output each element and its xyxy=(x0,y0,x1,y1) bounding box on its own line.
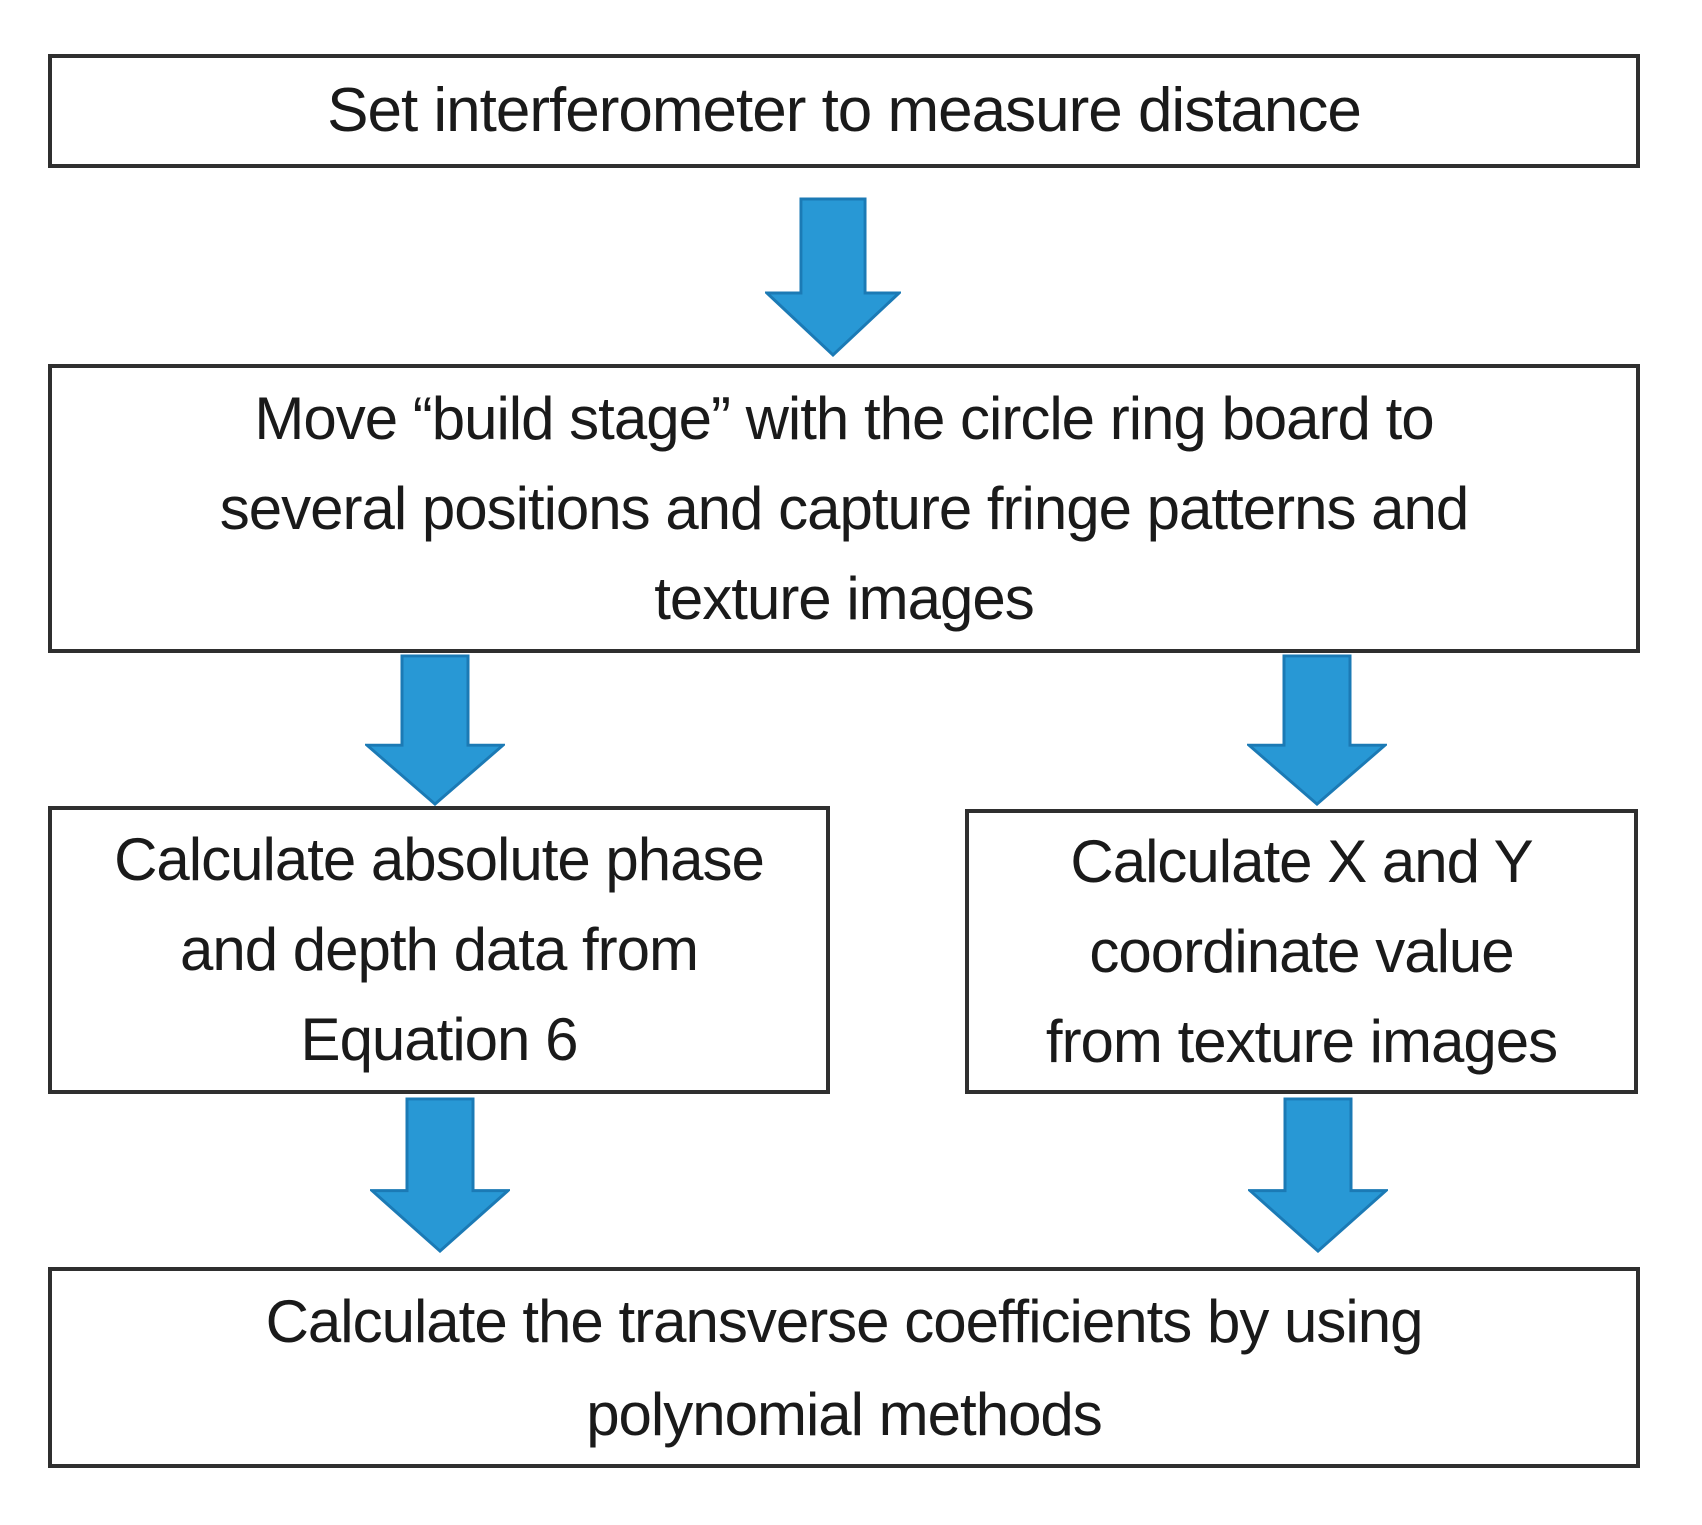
node-calc-xy-coordinates-label: Calculate X and Y coordinate value from … xyxy=(1045,827,1558,1075)
node-calc-phase-depth-label: Calculate absolute phase and depth data … xyxy=(114,826,765,1073)
arrow-down-icon xyxy=(1248,1097,1388,1253)
node-calc-phase-depth: Calculate absolute phase and depth data … xyxy=(48,806,830,1094)
node-calc-xy-coordinates: Calculate X and Y coordinate value from … xyxy=(965,809,1638,1094)
node-move-build-stage-label: Move “build stage” with the circle ring … xyxy=(219,384,1469,632)
node-move-build-stage: Move “build stage” with the circle ring … xyxy=(48,364,1640,653)
arrow-down-icon xyxy=(765,197,901,357)
arrow-down-icon xyxy=(1247,654,1387,806)
node-set-interferometer: Set interferometer to measure distance xyxy=(48,54,1640,168)
arrow-down-icon xyxy=(370,1097,510,1253)
node-calc-transverse: Calculate the transverse coefficients by… xyxy=(48,1267,1640,1468)
node-set-interferometer-label: Set interferometer to measure distance xyxy=(327,75,1362,145)
arrow-down-icon xyxy=(365,654,505,806)
node-calc-transverse-label: Calculate the transverse coefficients by… xyxy=(265,1287,1424,1448)
